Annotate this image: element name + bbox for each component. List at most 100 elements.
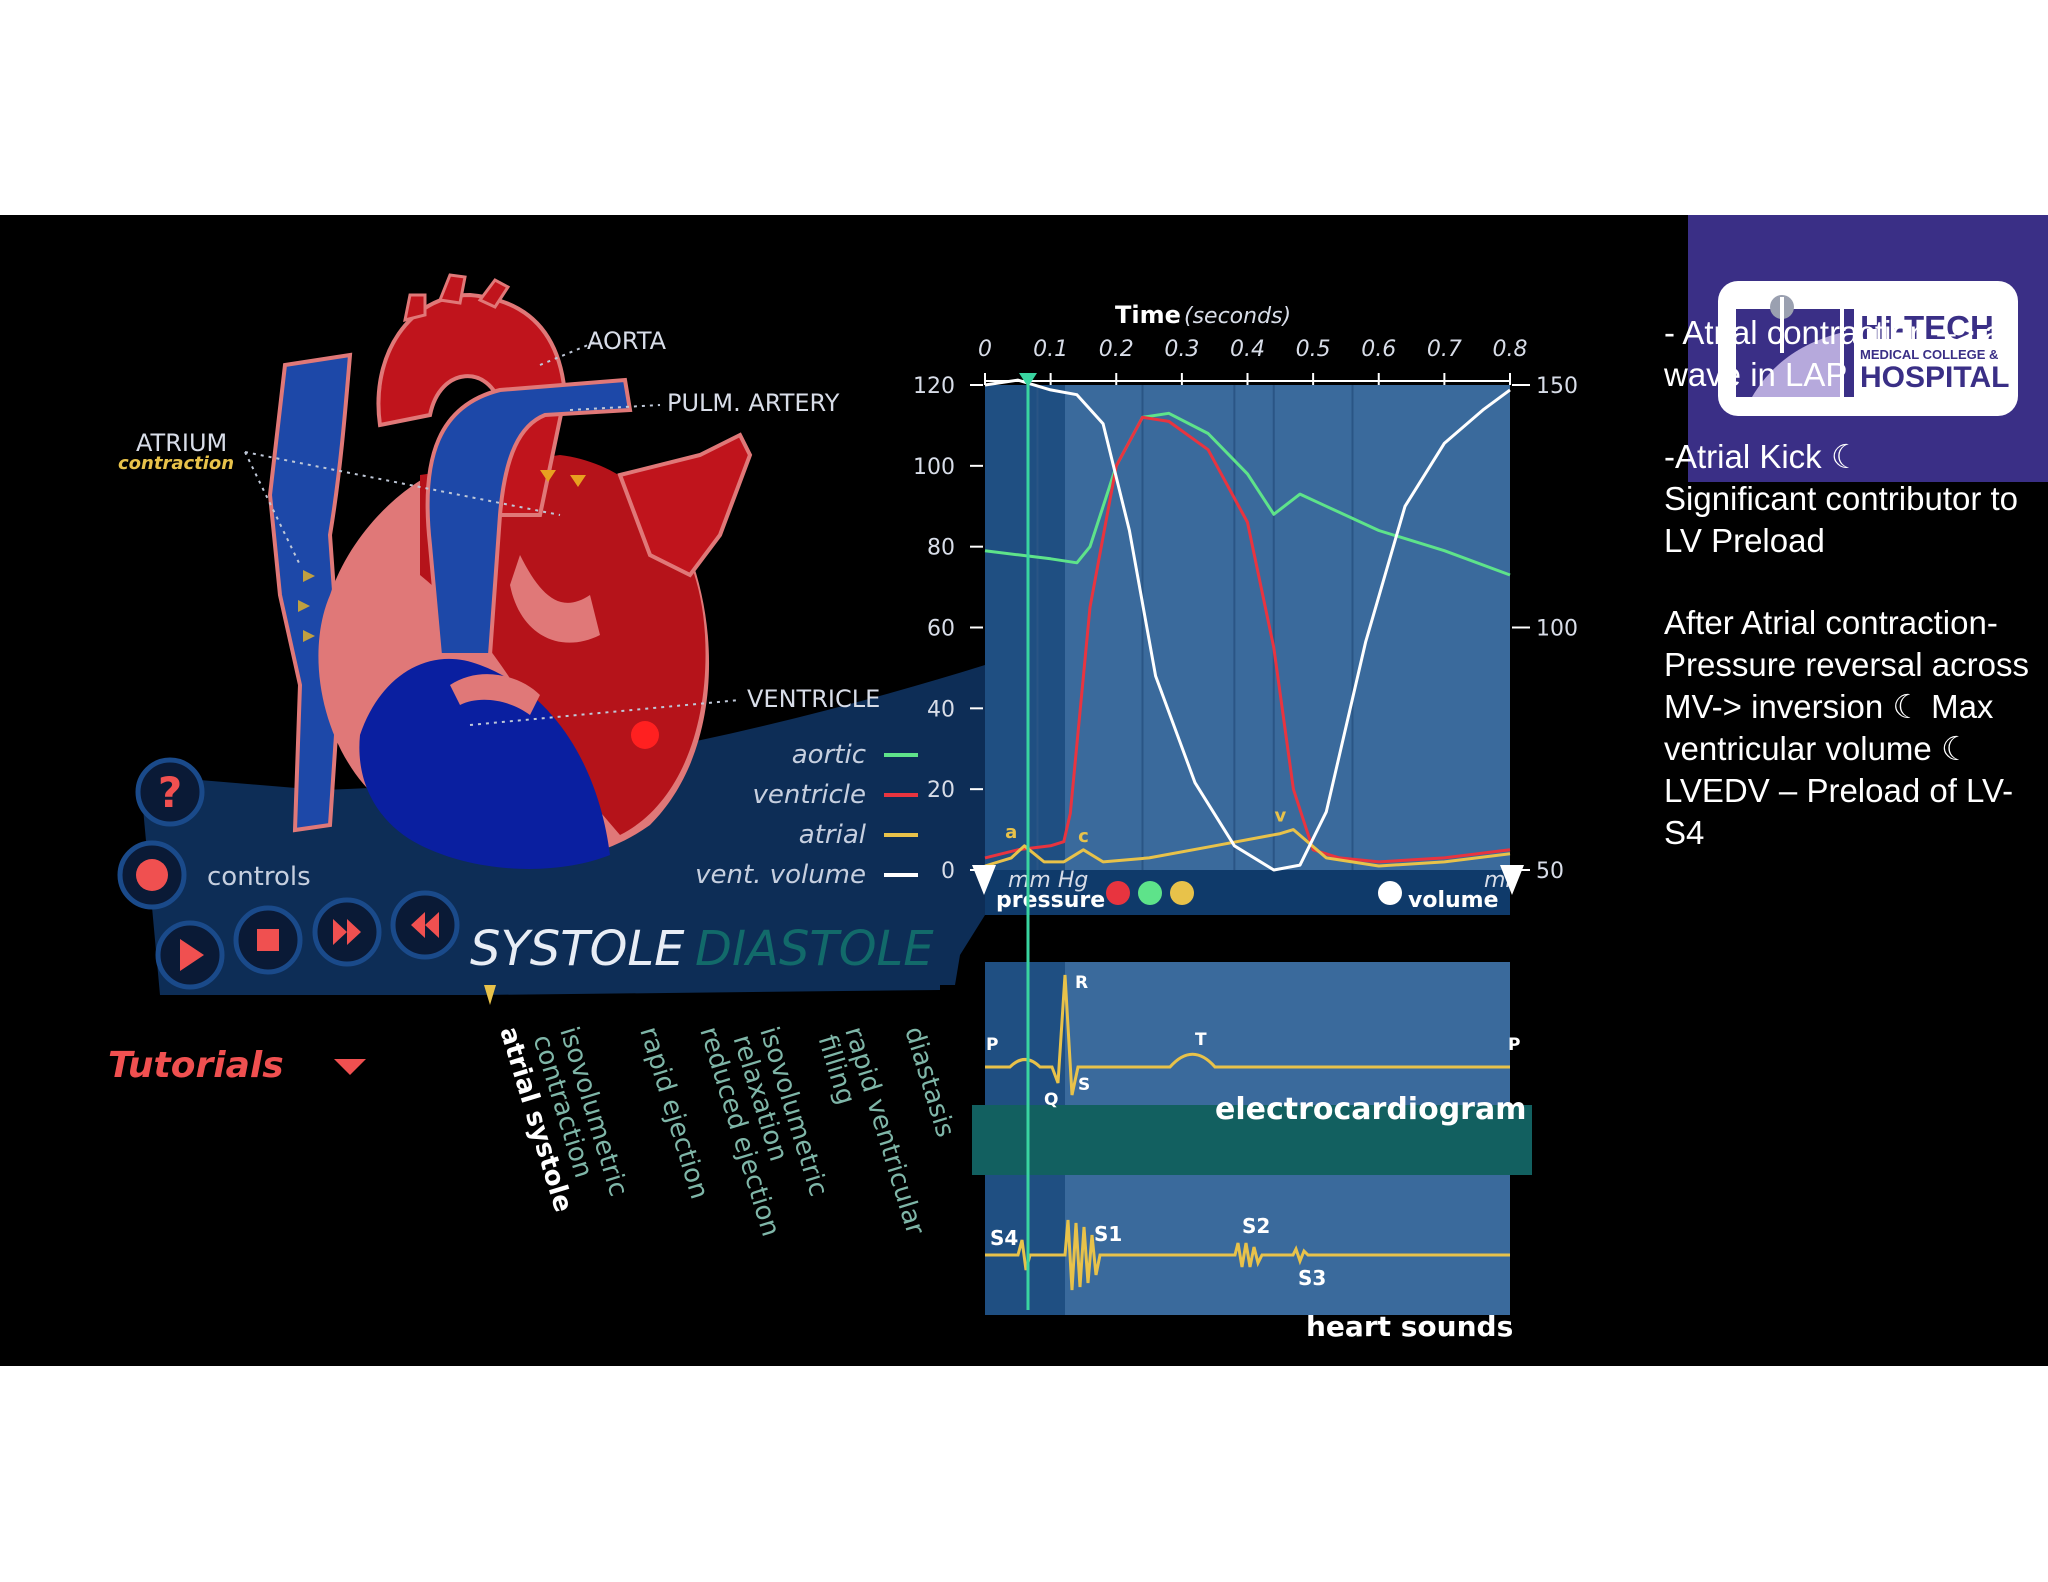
sounds-atrial-band bbox=[985, 1175, 1065, 1315]
atrial-systole-band bbox=[985, 385, 1065, 870]
x-tick-label: 0 bbox=[978, 337, 992, 362]
chart-axes: 0 0.1 0.2 0.3 0.4 0.5 0.6 0.7 0.8 120 100 80 60 40 20 0… bbox=[913, 337, 1578, 884]
y-tick-label: 40 bbox=[927, 697, 955, 722]
y-tick-label: 80 bbox=[927, 536, 955, 561]
ecg-wave-label: T bbox=[1195, 1030, 1207, 1050]
x-tick-label: 0.1 bbox=[1033, 337, 1068, 362]
y2-tick-label: 50 bbox=[1536, 859, 1564, 884]
ecg-trace bbox=[985, 974, 1510, 1096]
slide-image: AORTA PULM. ARTERY ATRIUM contraction VE… bbox=[0, 215, 2048, 1366]
ecg-wave-label: Q bbox=[1044, 1090, 1058, 1110]
x-tick-label: 0.5 bbox=[1296, 337, 1331, 362]
logo-panel: HI-TECH MEDICAL COLLEGE & HOSPITAL bbox=[1688, 215, 2048, 482]
series-line-aortic bbox=[984, 411, 1511, 577]
help-button[interactable]: ? bbox=[135, 757, 205, 827]
play-button[interactable] bbox=[155, 920, 225, 990]
ecg-title: electrocardiogram bbox=[1215, 1092, 1526, 1127]
volume-toggle[interactable] bbox=[1378, 881, 1402, 905]
logo-line2: MEDICAL COLLEGE & bbox=[1860, 347, 1999, 362]
legend-label: ventricle bbox=[753, 780, 866, 810]
chart-footer-band bbox=[985, 870, 1510, 915]
pulm-artery-label: PULM. ARTERY bbox=[667, 389, 840, 417]
heart-sound-label: S2 bbox=[1242, 1214, 1270, 1238]
rewind-button[interactable] bbox=[390, 890, 460, 960]
series-line-atrial bbox=[984, 828, 1511, 868]
play-icon bbox=[180, 939, 204, 971]
controls-label: controls bbox=[207, 862, 311, 892]
y-tick-label: 60 bbox=[927, 617, 955, 642]
heart-sound-label: S3 bbox=[1298, 1266, 1326, 1290]
aortic-toggle[interactable] bbox=[1138, 881, 1162, 905]
y-tick-label: 0 bbox=[941, 859, 955, 884]
note-1: - Atrial contraction –> a wave in LAP bbox=[1664, 314, 2003, 393]
heart-sound-label: S4 bbox=[990, 1226, 1018, 1250]
rewind-icon bbox=[411, 912, 439, 938]
atrium-state-label: contraction bbox=[118, 453, 234, 474]
ecg-wave-label: R bbox=[1075, 973, 1088, 993]
logo-line3: HOSPITAL bbox=[1860, 361, 2010, 394]
tutorials-dropdown-icon[interactable] bbox=[334, 1059, 366, 1075]
record-button[interactable] bbox=[117, 840, 187, 910]
atrial-toggle[interactable] bbox=[1170, 881, 1194, 905]
x-tick-label: 0.3 bbox=[1164, 337, 1199, 362]
y-tick-label: 100 bbox=[913, 455, 955, 480]
tutorials-link[interactable]: Tutorials bbox=[108, 1045, 284, 1086]
logo-line1: HI-TECH bbox=[1860, 309, 1994, 346]
heart-sound-label: S1 bbox=[1094, 1222, 1122, 1246]
y-tick-label: 120 bbox=[913, 374, 955, 399]
pointer-lines bbox=[244, 339, 741, 726]
atrium-label: ATRIUM bbox=[136, 429, 227, 457]
record-icon bbox=[136, 859, 168, 891]
wave-peak-label: v bbox=[1274, 806, 1286, 827]
x-tick-label: 0.7 bbox=[1427, 337, 1462, 362]
x-tick-label: 0.8 bbox=[1493, 337, 1528, 362]
ecg-wave-label: P bbox=[1508, 1035, 1520, 1055]
wave-peak-label: c bbox=[1078, 826, 1089, 847]
chart-title-units: (seconds) bbox=[1184, 304, 1291, 329]
caduceus-emblem-icon bbox=[1736, 295, 1854, 397]
legend-label: atrial bbox=[799, 820, 867, 850]
x-tick-label: 0.4 bbox=[1230, 337, 1265, 362]
y-tick-label: 20 bbox=[927, 778, 955, 803]
series-line-vent-volume bbox=[984, 378, 1511, 872]
cardiac-cycle-diagram: AORTA PULM. ARTERY ATRIUM contraction VE… bbox=[108, 273, 1578, 1343]
stop-button[interactable] bbox=[233, 905, 303, 975]
ecg-wave-labels: P Q R S T P bbox=[986, 973, 1520, 1110]
stop-icon bbox=[257, 929, 279, 951]
help-label: ? bbox=[158, 768, 182, 817]
hospital-logo: HI-TECH MEDICAL COLLEGE & HOSPITAL bbox=[1718, 281, 2018, 416]
wave-peak-label: a bbox=[1005, 822, 1017, 843]
chart-title: Time bbox=[1115, 301, 1181, 329]
legend-label: aortic bbox=[792, 740, 866, 770]
x-tick-label: 0.6 bbox=[1361, 337, 1396, 362]
series-line-ventricle bbox=[984, 415, 1511, 864]
logo-text: HI-TECH MEDICAL COLLEGE & HOSPITAL bbox=[1860, 311, 2009, 393]
heart-illustration bbox=[267, 273, 753, 869]
chart-grid bbox=[1036, 385, 1354, 870]
slide-notes: - Atrial contraction –> a wave in LAP -A… bbox=[1664, 312, 2036, 894]
x-tick-label: 0.2 bbox=[1099, 337, 1134, 362]
note-2: -Atrial Kick ☾ Significant contributor t… bbox=[1664, 438, 2019, 559]
y-axis-units: mm Hg bbox=[1008, 868, 1088, 893]
time-cursor-handle[interactable] bbox=[1019, 373, 1037, 387]
ecg-wave-label: P bbox=[986, 1035, 998, 1055]
ecg-title-band bbox=[972, 1105, 1532, 1175]
aorta-label: AORTA bbox=[587, 327, 667, 355]
diastole-label: DIASTOLE bbox=[695, 921, 934, 977]
right-scroll-marker[interactable] bbox=[1500, 865, 1524, 895]
phase-marker-icon bbox=[484, 985, 496, 1005]
left-scroll-marker[interactable] bbox=[972, 865, 996, 895]
heart-sounds-title: heart sounds bbox=[1306, 1310, 1513, 1343]
y2-tick-label: 100 bbox=[1536, 617, 1578, 642]
fast-forward-button[interactable] bbox=[312, 897, 382, 967]
phase-label: diastasis bbox=[898, 1023, 960, 1140]
ecg-wave-label: S bbox=[1078, 1075, 1090, 1095]
y2-axis-label: volume bbox=[1408, 888, 1499, 913]
y-axis-label: pressure bbox=[996, 888, 1105, 913]
ventricle-toggle[interactable] bbox=[1106, 881, 1130, 905]
systole-label: SYSTOLE bbox=[470, 921, 685, 977]
